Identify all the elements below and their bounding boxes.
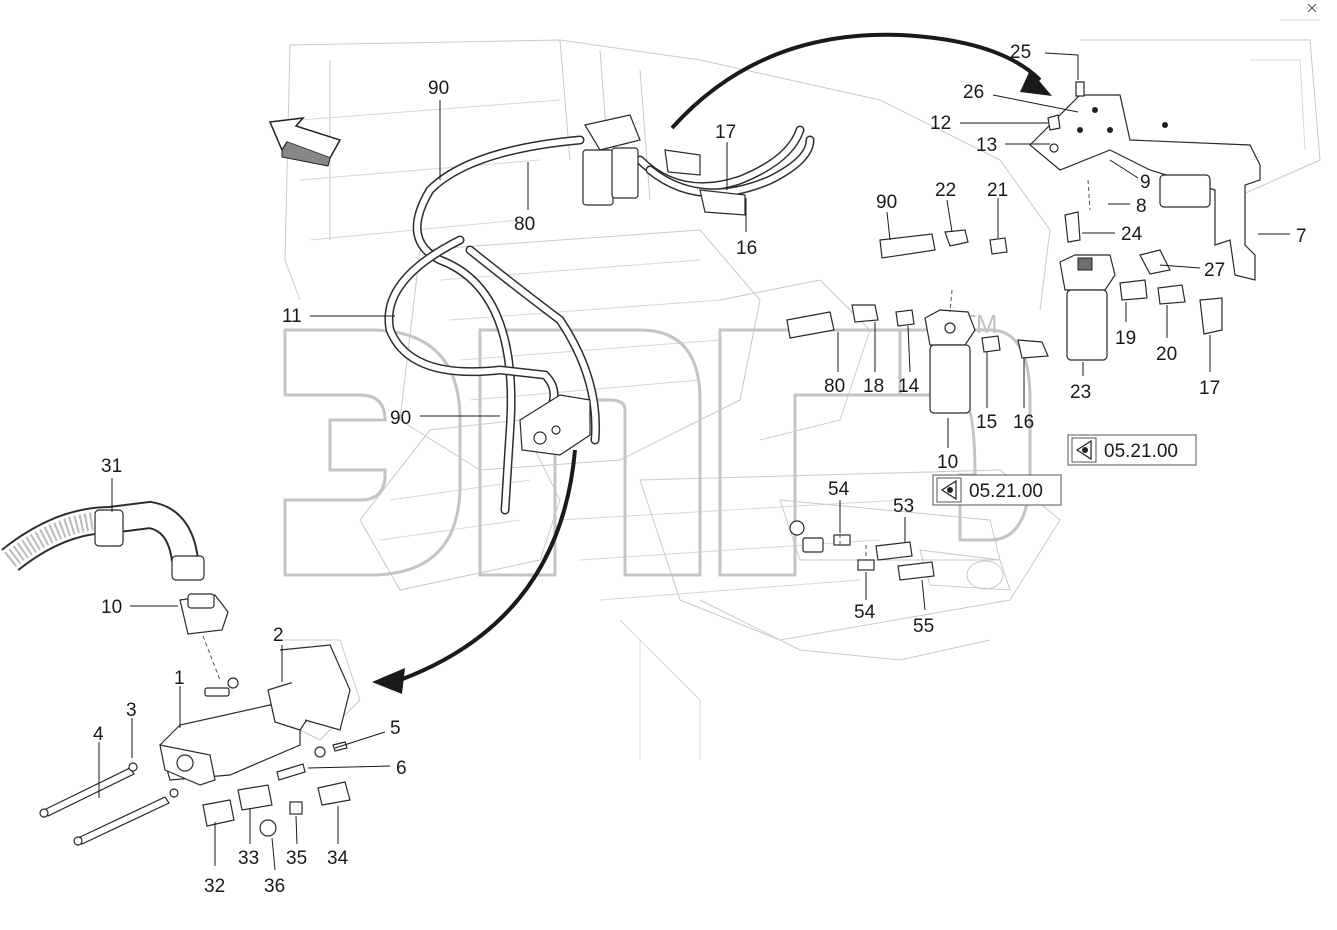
reference-box-2[interactable]: 05.21.00: [932, 474, 1062, 506]
callout: 27: [1204, 260, 1225, 281]
callout: 26: [963, 82, 984, 103]
filter-23: [1059, 254, 1116, 361]
callout: 8: [1136, 196, 1147, 217]
callout: 11: [282, 306, 302, 327]
reference-label: 05.21.00: [969, 481, 1043, 502]
callout: 53: [893, 496, 914, 517]
small-parts: [202, 741, 351, 837]
watermark: [283, 328, 1032, 577]
callout: 3: [126, 700, 137, 721]
callout: 13: [976, 135, 997, 156]
callout: 55: [913, 616, 934, 637]
callout: 15: [976, 412, 997, 433]
callout: 1: [174, 668, 185, 689]
callout: 14: [898, 376, 920, 397]
engine-filter-assembly: [582, 114, 746, 216]
callout: 4: [93, 724, 104, 745]
hose-31: [1, 500, 205, 581]
flange-10: [179, 593, 229, 635]
filter-12: [924, 309, 976, 414]
callout: 6: [396, 758, 407, 779]
callout: 16: [1013, 412, 1034, 433]
callout: 32: [204, 876, 225, 897]
callout: 23: [1070, 382, 1091, 403]
direction-arrow-icon: [268, 117, 342, 167]
callout: 17: [715, 122, 736, 143]
callout: 10: [937, 452, 958, 473]
filter-bracket: [1029, 81, 1261, 281]
callout: 25: [1010, 42, 1031, 63]
callout: 7: [1296, 226, 1307, 247]
guide-lines: [202, 179, 1091, 681]
callout: 18: [863, 376, 884, 397]
fittings-row: [786, 211, 1223, 359]
callout: 54: [854, 602, 876, 623]
engine-hoses: [384, 125, 815, 515]
callout: 19: [1115, 328, 1136, 349]
pump-1: [159, 644, 351, 786]
callout: 17: [1199, 378, 1220, 399]
callout: 90: [428, 78, 449, 99]
callout: 10: [101, 597, 122, 618]
callout: 35: [286, 848, 307, 869]
lower-fittings: [789, 520, 935, 581]
callout: 90: [876, 192, 897, 213]
callout: 80: [514, 214, 535, 235]
callout: 12: [930, 113, 951, 134]
callout: 36: [264, 876, 285, 897]
callout: 20: [1156, 344, 1177, 365]
callout: 21: [987, 180, 1008, 201]
callout: 9: [1140, 172, 1151, 193]
corner-mark-icon: [1307, 3, 1317, 13]
engine-pump: [519, 394, 591, 456]
callout: 80: [824, 376, 845, 397]
bolts-4: [39, 762, 179, 846]
callout: 31: [101, 456, 122, 477]
transfer-arrows: [372, 32, 1052, 694]
callout: 16: [736, 238, 757, 259]
callout: 5: [390, 718, 401, 739]
callout: 90: [390, 408, 411, 429]
callout: 22: [935, 180, 956, 201]
callout: 33: [238, 848, 259, 869]
callout: 24: [1121, 224, 1143, 245]
callout: 2: [273, 625, 284, 646]
callout: 34: [327, 848, 349, 869]
callouts: 90 80 17 16 11 90 25 26 12 13 9 8 7 24 2…: [93, 42, 1307, 897]
reference-label: 05.21.00: [1104, 441, 1178, 462]
leader-lines: [98, 52, 1290, 871]
reference-box-1[interactable]: 05.21.00: [1067, 434, 1197, 466]
callout: 54: [828, 479, 850, 500]
